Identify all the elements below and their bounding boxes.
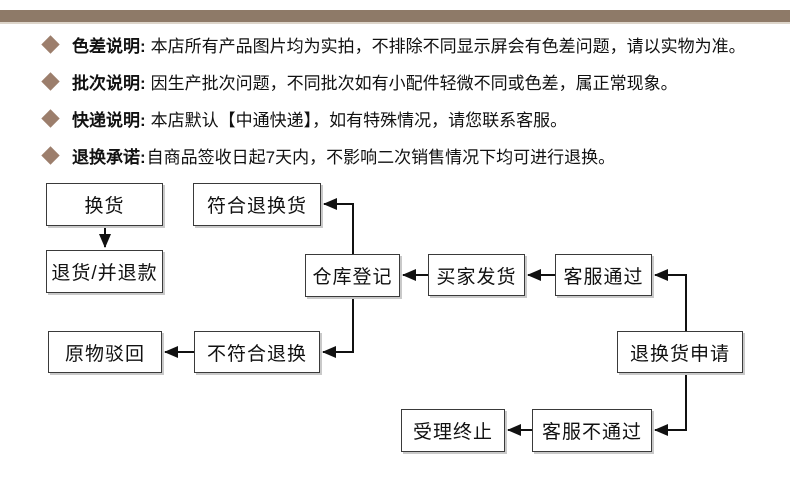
notice-label: 批次说明: xyxy=(72,73,146,93)
notice-label: 快递说明: xyxy=(72,110,146,130)
flow-node-not-eligible: 不符合退换 xyxy=(194,331,320,373)
header-bar xyxy=(0,10,790,24)
flow-edge-warehouse-to-not-eligible xyxy=(322,297,354,358)
flow-node-apply: 退换货申请 xyxy=(617,331,743,373)
notice-shipping: 快递说明: 本店默认【中通快递】，如有特殊情况，请您联系客服。 xyxy=(41,107,568,130)
notice-text: 本店默认【中通快递】，如有特殊情况，请您联系客服。 xyxy=(150,110,568,130)
notice-return-promise: 退换承诺: 自商品签收日起7天内，不影响二次销售情况下均可进行退换。 xyxy=(41,144,616,167)
notice-label: 退换承诺: xyxy=(72,147,146,167)
flow-node-warehouse: 仓库登记 xyxy=(305,254,400,297)
diamond-bullet-icon xyxy=(41,34,60,54)
flow-edge-warehouse-to-eligible xyxy=(323,198,354,254)
diamond-bullet-icon xyxy=(41,108,60,128)
flow-node-buyer-ship: 买家发货 xyxy=(428,254,525,296)
notice-text: 本店所有产品图片均为实拍，不排除不同显示屏会有色差问题，请以实物为准。 xyxy=(150,36,746,56)
flow-node-eligible: 符合退换货 xyxy=(193,183,321,226)
notice-batch: 批次说明: 因生产批次问题，不同批次如有小配件轻微不同或色差，属正常现象。 xyxy=(41,70,678,93)
notice-text: 因生产批次问题，不同批次如有小配件轻微不同或色差，属正常现象。 xyxy=(150,73,678,93)
diamond-bullet-icon xyxy=(41,71,60,91)
flow-node-cs-approve: 客服通过 xyxy=(555,254,652,296)
flow-node-return-refund: 退货/并退款 xyxy=(46,250,163,293)
flow-node-terminate: 受理终止 xyxy=(401,409,505,452)
flow-node-cs-deny: 客服不通过 xyxy=(532,409,652,452)
flow-node-reject-original: 原物驳回 xyxy=(48,331,162,373)
notice-color-difference: 色差说明: 本店所有产品图片均为实拍，不排除不同显示屏会有色差问题，请以实物为准… xyxy=(41,33,746,56)
notice-text: 自商品签收日起7天内，不影响二次销售情况下均可进行退换。 xyxy=(146,147,616,167)
diamond-bullet-icon xyxy=(41,145,60,165)
flow-node-exchange: 换货 xyxy=(46,183,163,226)
notice-label: 色差说明: xyxy=(72,36,146,56)
flow-edge-apply-to-cs-approve xyxy=(654,269,687,331)
flow-edge-apply-to-cs-deny xyxy=(654,373,687,436)
